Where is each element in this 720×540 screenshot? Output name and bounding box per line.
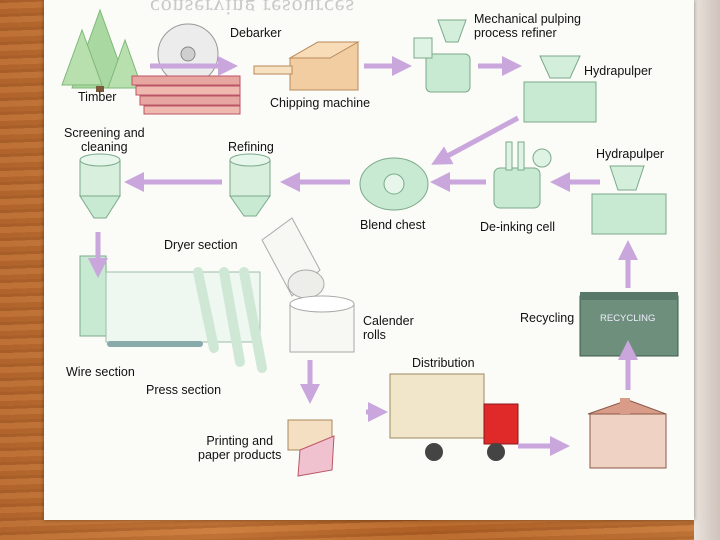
house-icon xyxy=(587,398,667,469)
label-printing: Printing and paper products xyxy=(198,434,282,462)
chipping-machine-icon xyxy=(253,41,360,91)
label-screening: Screening and cleaning xyxy=(64,126,145,154)
label-timber: Timber xyxy=(78,90,117,104)
label-deinking-cell: De-inking cell xyxy=(480,220,556,234)
label-chipping-machine: Chipping machine xyxy=(270,96,371,110)
bin-text: RECYCLING xyxy=(600,313,656,324)
label-debarker: Debarker xyxy=(230,26,282,40)
label-hydrapulper-right: Hydrapulper xyxy=(596,147,665,161)
calender-rolls-icon xyxy=(289,295,355,353)
label-recycling: Recycling xyxy=(520,311,575,325)
label-dryer-section: Dryer section xyxy=(164,238,238,252)
saw-blade-icon xyxy=(157,23,219,85)
dryer-rolls-icon xyxy=(261,217,325,299)
screening-tank-icon xyxy=(79,153,121,219)
deinking-cell-icon xyxy=(493,141,552,209)
hydrapulper-machine-icon xyxy=(591,165,667,235)
label-hydrapulper-top: Hydrapulper xyxy=(584,64,653,78)
blend-chest-icon xyxy=(359,157,429,211)
truck-icon xyxy=(389,373,519,461)
label-press-section: Press section xyxy=(146,383,222,397)
paper-products-icon xyxy=(287,419,335,477)
right-strip xyxy=(694,0,720,540)
label-distribution: Distribution xyxy=(412,356,475,370)
label-blend-chest: Blend chest xyxy=(360,218,426,232)
log-pile-icon xyxy=(131,75,241,115)
refining-tank-icon xyxy=(229,153,271,217)
label-refining: Refining xyxy=(228,140,274,154)
label-mechanical-refiner: Mechanical pulping process refiner xyxy=(474,12,582,40)
hydrapulper-machine-icon xyxy=(523,55,597,123)
refiner-machine-icon xyxy=(413,19,471,93)
label-wire-section: Wire section xyxy=(66,365,135,379)
label-calender-rolls: Calender rolls xyxy=(363,314,414,342)
tree-icon xyxy=(61,8,143,92)
flow-arrows xyxy=(88,56,638,456)
paper-machine-icon xyxy=(79,255,267,373)
